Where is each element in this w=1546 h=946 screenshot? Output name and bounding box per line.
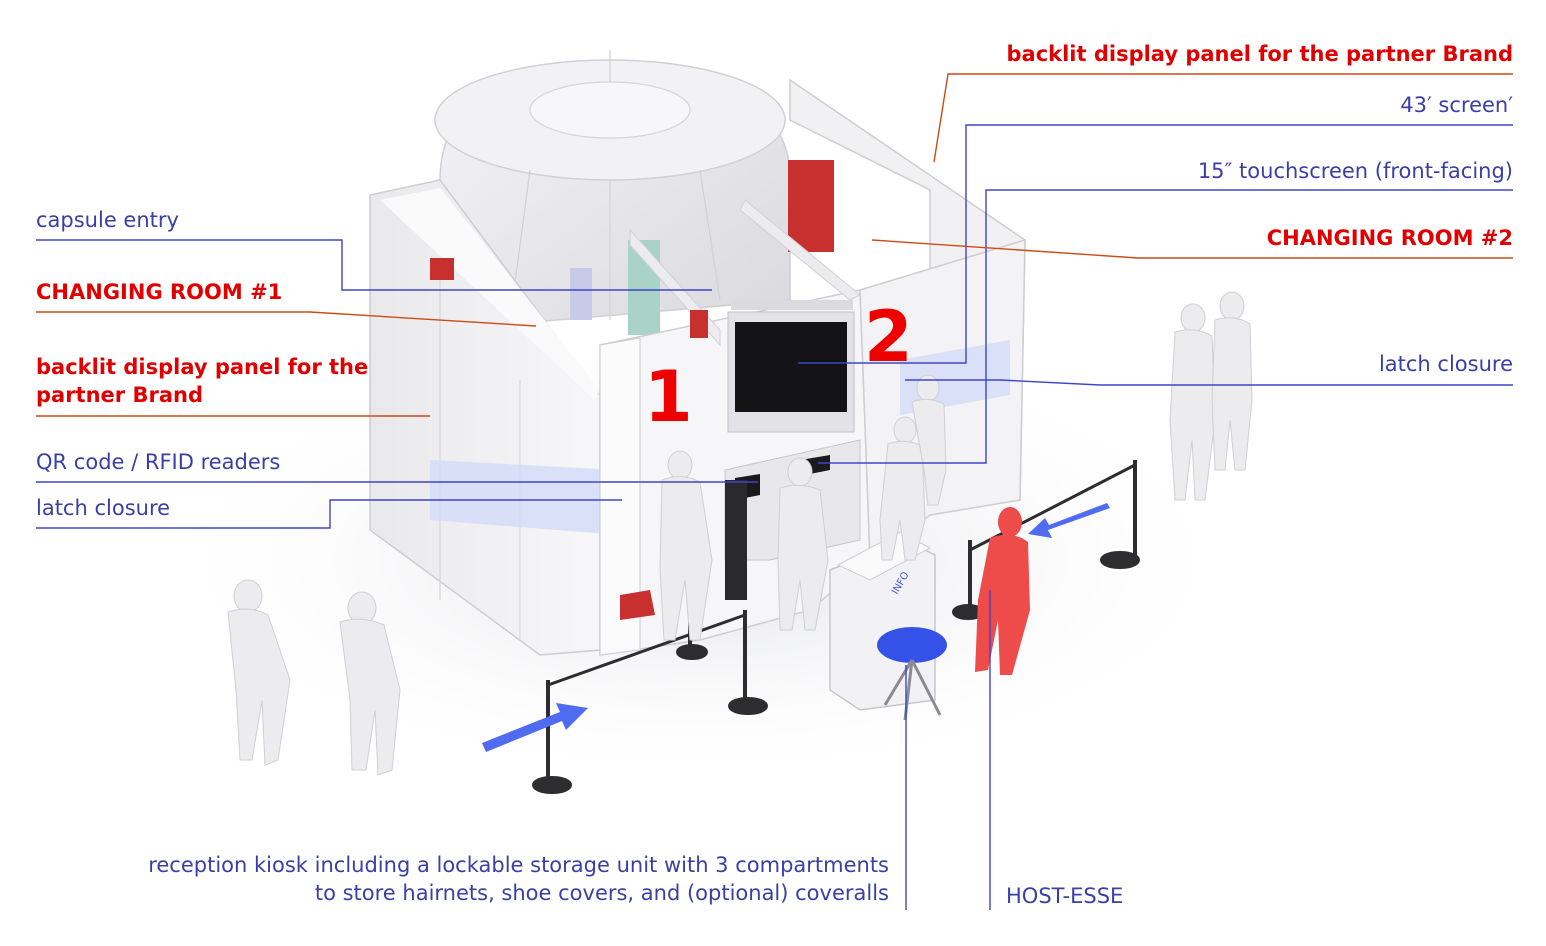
door-number-2: 2 — [864, 296, 913, 378]
display-43-screen — [735, 322, 847, 412]
backlit-strip-left — [430, 460, 620, 535]
label-host-esse: HOST-ESSE — [1006, 884, 1124, 908]
blue-stool — [877, 627, 947, 721]
capsule-dome — [434, 50, 791, 335]
door-number-1: 1 — [644, 356, 693, 438]
label-backlit-left-line2: partner Brand — [36, 383, 203, 407]
label-kiosk-line1: reception kiosk including a lockable sto… — [148, 853, 889, 877]
label-changing-room-2: CHANGING ROOM #2 — [1266, 226, 1513, 250]
label-latch-left: latch closure — [36, 496, 171, 520]
door-1 — [599, 337, 641, 656]
label-kiosk-line2: to store hairnets, shoe covers, and (opt… — [314, 881, 889, 905]
label-latch-right: latch closure — [1378, 352, 1513, 376]
arrow-entry-icon — [482, 703, 588, 752]
label-screen-43: 43′ screen′ — [1400, 93, 1513, 117]
label-touchscreen-15: 15″ touchscreen (front-facing) — [1197, 159, 1513, 183]
label-backlit-left-line1: backlit display panel for the — [36, 355, 369, 379]
visitors-figures — [227, 291, 1253, 776]
label-backlit-top: backlit display panel for the partner Br… — [1006, 42, 1513, 66]
label-qr-rfid: QR code / RFID readers — [36, 450, 281, 474]
leader-lines — [36, 73, 1513, 910]
storage-unit-red — [788, 160, 834, 252]
arrow-queue-icon — [1028, 503, 1110, 538]
label-changing-room-1: CHANGING ROOM #1 — [36, 280, 283, 304]
label-capsule-entry: capsule entry — [36, 208, 179, 232]
host-esse-figure — [975, 507, 1030, 675]
